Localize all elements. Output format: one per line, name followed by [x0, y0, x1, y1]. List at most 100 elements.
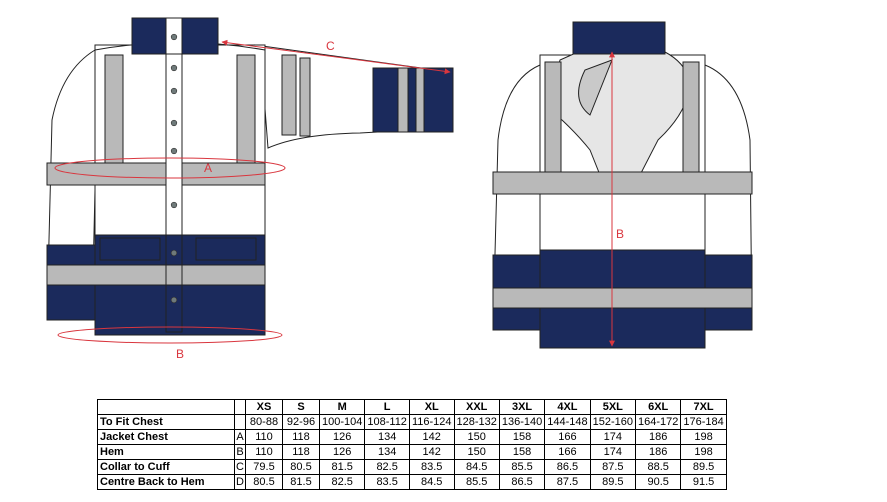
size-value-cell: 90.5 — [634, 474, 682, 490]
size-value-cell: 89.5 — [680, 459, 727, 475]
size-value-cell: 158 — [498, 429, 546, 445]
size-value-cell: 186 — [634, 429, 682, 445]
size-value-cell: 126 — [318, 444, 366, 460]
size-header-cell: 3XL — [498, 399, 546, 415]
size-value-cell: 81.5 — [282, 474, 320, 490]
jacket-back-view — [492, 21, 753, 349]
front-cuff-reflective-2 — [415, 67, 425, 133]
size-value-cell: 198 — [680, 429, 727, 445]
front-pocket-left — [99, 237, 161, 261]
back-hood-inner — [578, 59, 613, 116]
row-label: Hem — [97, 444, 235, 460]
row-label: Centre Back to Hem — [97, 474, 235, 490]
size-value-cell: 142 — [408, 444, 455, 460]
size-value-cell: 164-172 — [634, 414, 682, 430]
front-measurements — [54, 39, 451, 344]
front-right-cuff — [372, 67, 454, 133]
size-value-cell: 88.5 — [634, 459, 682, 475]
back-hem-band — [492, 287, 753, 309]
size-header-cell: XL — [408, 399, 455, 415]
back-collar — [572, 21, 666, 55]
size-value-cell: 166 — [544, 429, 591, 445]
size-value-cell: 100-104 — [318, 414, 366, 430]
front-brace-right — [236, 54, 256, 164]
front-cuff-reflective-1 — [397, 67, 409, 133]
size-value-cell: 79.5 — [245, 459, 283, 475]
size-header-cell: XS — [245, 399, 283, 415]
size-header-cell: 4XL — [544, 399, 591, 415]
front-sleeve-reflective-2 — [299, 57, 311, 137]
size-value-cell: 144-148 — [544, 414, 591, 430]
size-value-cell: 134 — [364, 444, 410, 460]
size-value-cell: 80.5 — [245, 474, 283, 490]
size-value-cell: 110 — [245, 444, 283, 460]
row-code: B — [234, 444, 246, 460]
row-label: To Fit Chest — [97, 414, 235, 430]
size-value-cell: 83.5 — [408, 459, 455, 475]
row-label: Collar to Cuff — [97, 459, 235, 475]
size-value-cell: 136-140 — [498, 414, 546, 430]
front-buttons — [170, 33, 178, 304]
front-pocket-right — [195, 237, 257, 261]
size-value-cell: 174 — [589, 429, 637, 445]
size-value-cell: 110 — [245, 429, 283, 445]
size-value-cell: 85.5 — [498, 459, 546, 475]
size-value-cell: 158 — [498, 444, 546, 460]
size-value-cell: 118 — [282, 444, 320, 460]
button-dot — [170, 296, 178, 304]
label-a: A — [204, 161, 212, 175]
button-dot — [170, 147, 178, 155]
size-value-cell: 86.5 — [498, 474, 546, 490]
size-header-cell: S — [282, 399, 320, 415]
front-hem-band — [46, 264, 266, 286]
size-value-cell: 186 — [634, 444, 682, 460]
size-value-cell: 91.5 — [680, 474, 727, 490]
size-value-cell: 142 — [408, 429, 455, 445]
size-value-cell: 82.5 — [364, 459, 410, 475]
size-header-cell: 7XL — [680, 399, 727, 415]
button-dot — [170, 87, 178, 95]
row-code — [234, 414, 246, 430]
button-dot — [170, 201, 178, 209]
size-value-cell: 80-88 — [245, 414, 283, 430]
size-value-cell: 84.5 — [408, 474, 455, 490]
row-code: C — [234, 459, 246, 475]
header-blank — [97, 399, 235, 415]
size-value-cell: 87.5 — [544, 474, 591, 490]
front-placket-band — [165, 264, 183, 286]
size-header-cell: XXL — [453, 399, 500, 415]
label-c: C — [326, 39, 335, 53]
row-code: D — [234, 474, 246, 490]
size-value-cell: 108-112 — [364, 414, 410, 430]
size-value-cell: 176-184 — [680, 414, 727, 430]
size-value-cell: 85.5 — [453, 474, 500, 490]
back-brace-right — [682, 61, 700, 173]
size-value-cell: 89.5 — [589, 474, 637, 490]
size-header-cell: 6XL — [634, 399, 682, 415]
measure-chest-ellipse — [54, 157, 286, 179]
size-value-cell: 128-132 — [453, 414, 500, 430]
row-code: A — [234, 429, 246, 445]
back-brace-left — [544, 61, 562, 173]
size-value-cell: 84.5 — [453, 459, 500, 475]
size-value-cell: 82.5 — [318, 474, 366, 490]
front-sleeve-reflective-1 — [281, 54, 297, 136]
size-value-cell: 86.5 — [544, 459, 591, 475]
button-dot — [170, 64, 178, 72]
label-b-front: B — [176, 347, 184, 361]
size-value-cell: 116-124 — [408, 414, 455, 430]
size-header-cell: L — [364, 399, 410, 415]
button-dot — [170, 249, 178, 257]
size-header-cell: M — [318, 399, 366, 415]
size-value-cell: 174 — [589, 444, 637, 460]
size-value-cell: 81.5 — [318, 459, 366, 475]
size-value-cell: 126 — [318, 429, 366, 445]
row-label: Jacket Chest — [97, 429, 235, 445]
size-value-cell: 92-96 — [282, 414, 320, 430]
